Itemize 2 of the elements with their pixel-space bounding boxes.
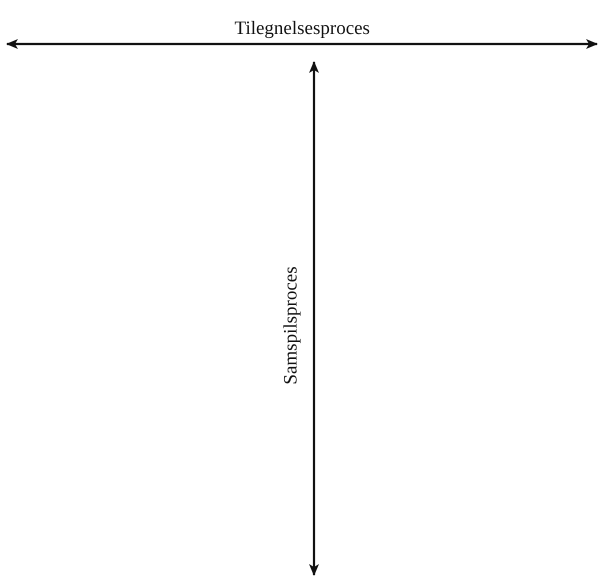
axis-label: Tilegnelsesproces — [234, 18, 370, 38]
axis-label: Samspilsproces — [282, 266, 301, 384]
